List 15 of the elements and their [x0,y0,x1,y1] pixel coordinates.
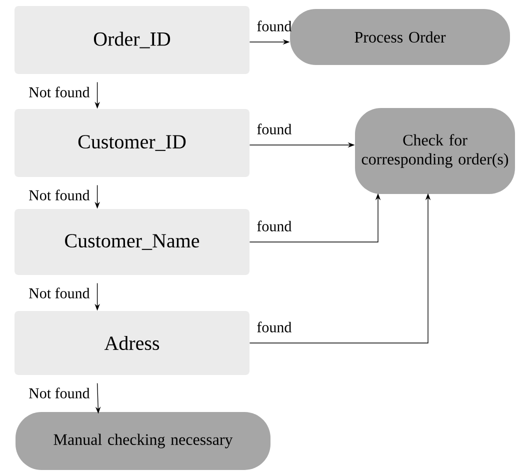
process-box: Customer_Name [14,209,250,275]
edge-label: found [257,20,292,32]
process-box: Order_ID [14,6,250,74]
edge-label: found [257,220,292,232]
edge-label: found [257,322,292,332]
process-box: Adress [14,311,250,375]
edge-label: Not found [29,190,90,200]
terminal-box: Process Order [290,9,510,65]
edge-label: Not found [29,86,90,98]
edge-label: Not found [29,288,90,298]
edge-label: found [257,124,292,134]
process-box: Customer_ID [14,109,250,177]
terminal-box: Manual checking necessary [16,412,270,470]
edge-label: Not found [29,388,90,398]
terminal-box: Check for corresponding order(s) [355,108,515,194]
